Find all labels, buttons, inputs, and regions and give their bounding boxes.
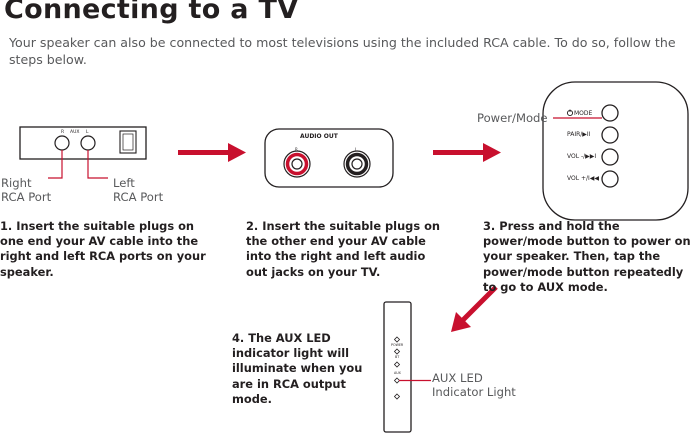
rca-l-tick: L (86, 129, 89, 135)
right-rca-callout: Right RCA Port (1, 176, 52, 204)
led-1 (393, 336, 401, 343)
vol-down-button[interactable] (601, 148, 619, 166)
left-rca-leader (87, 150, 108, 179)
arrow-right-1 (178, 143, 246, 162)
right-rca-port (54, 135, 70, 151)
step-4-text: 4. The AUX LED indicator light will illu… (232, 331, 363, 406)
pair-play-button[interactable] (601, 126, 619, 144)
led-3 (393, 361, 401, 368)
svg-text:PAIR/▶II: PAIR/▶II (567, 131, 591, 138)
svg-text:VOL -/▶▶I: VOL -/▶▶I (567, 153, 596, 160)
usb-port (119, 130, 137, 154)
speaker-side-panel: POWER BT AUX (383, 301, 431, 433)
svg-text:R: R (295, 147, 298, 152)
aux-led-indicator (393, 377, 401, 384)
step-2-text: 2. Insert the suitable plugs on the othe… (246, 219, 441, 279)
svg-text:MODE: MODE (574, 110, 593, 117)
svg-text:L: L (355, 147, 358, 152)
svg-text:BT: BT (395, 355, 400, 359)
left-rca-callout: Left RCA Port (113, 176, 164, 204)
speaker-control-panel: MODE PAIR/▶II VOL -/▶▶I VOL +/I◀◀ (542, 81, 689, 221)
step-1-text: 1. Insert the suitable plugs on one end … (0, 219, 206, 279)
left-rca-port (80, 135, 96, 151)
arrow-diagonal (451, 285, 498, 332)
power-mode-callout: Power/Mode (477, 111, 548, 125)
svg-text:AUX: AUX (394, 371, 402, 375)
speaker-back-panel: R AUX L (19, 126, 147, 179)
page-title: Connecting to a TV (4, 0, 299, 25)
led-2 (393, 348, 401, 355)
right-rca-leader (48, 150, 63, 179)
rca-r-tick: R (61, 129, 64, 135)
aux-led-callout: AUX LED Indicator Light (432, 371, 516, 399)
svg-text:POWER: POWER (391, 343, 404, 347)
vol-up-button[interactable] (601, 170, 619, 188)
step-3-text: 3. Press and hold the power/mode button … (483, 219, 691, 294)
led-5 (393, 393, 401, 400)
power-mode-button[interactable] (601, 104, 619, 122)
intro-text: Your speaker can also be connected to mo… (9, 35, 676, 67)
tv-audio-panel: AUDIO OUT R L (264, 128, 394, 188)
svg-text:VOL +/I◀◀: VOL +/I◀◀ (567, 175, 599, 182)
rca-aux-tick: AUX (70, 129, 79, 135)
arrow-right-2 (433, 143, 501, 162)
audio-out-label: AUDIO OUT (300, 133, 339, 140)
